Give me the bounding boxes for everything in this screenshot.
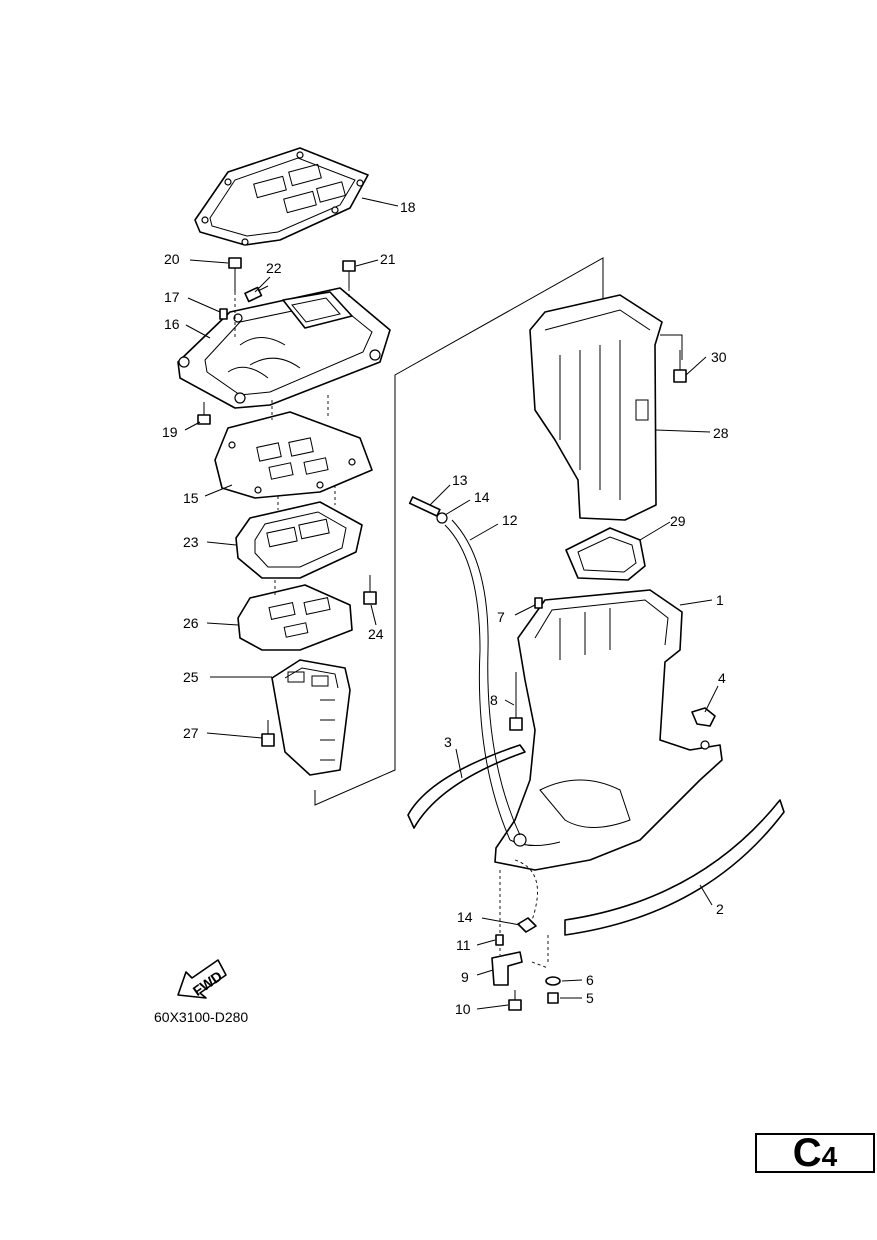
part-7-dowel-pin [534, 597, 543, 609]
callout-25: 25 [183, 669, 199, 685]
callout-4: 4 [718, 670, 726, 686]
callout-17: 17 [164, 289, 180, 305]
part-8-bolt [509, 672, 523, 731]
callout-23: 23 [183, 534, 199, 550]
callout-30: 30 [711, 349, 727, 365]
assembly-bracket [314, 257, 604, 806]
callout-14-lower: 14 [457, 909, 473, 925]
part-24-bolt [363, 575, 377, 605]
fwd-arrow: FWD [177, 959, 227, 999]
part-2-rubber-seal [564, 799, 785, 936]
callout-15: 15 [183, 490, 199, 506]
callout-12: 12 [502, 512, 518, 528]
callout-10: 10 [455, 1001, 471, 1017]
callout-18: 18 [400, 199, 416, 215]
part-1-upper-casing [494, 589, 723, 871]
callout-2: 2 [716, 901, 724, 917]
part-28-muffler [529, 294, 663, 521]
leader-lines [184, 197, 719, 1010]
part-6-washer [545, 976, 561, 986]
callout-5: 5 [586, 990, 594, 1006]
part-17-dowel-pin [219, 308, 228, 320]
page-code-letter: C [792, 1131, 822, 1175]
part-12-water-tube [444, 519, 538, 931]
callout-24: 24 [368, 626, 384, 642]
part-18-gasket [194, 147, 369, 246]
callout-14-upper: 14 [474, 489, 490, 505]
page-code-box: C 4 [755, 1133, 875, 1173]
drawing-code: 60X3100-D280 [154, 1009, 248, 1025]
callout-9: 9 [461, 969, 469, 985]
part-29-seal [565, 527, 646, 581]
part-13-fitting [408, 496, 441, 517]
callout-27: 27 [183, 725, 199, 741]
part-10-bolt [508, 990, 522, 1011]
callout-22: 22 [266, 260, 282, 276]
part-19-bolt [197, 402, 211, 425]
part-5-nut [547, 992, 559, 1004]
part-15-gasket [214, 411, 373, 499]
callout-13: 13 [452, 472, 468, 488]
callout-6: 6 [586, 972, 594, 988]
part-14-clip-upper [436, 512, 448, 524]
callout-26: 26 [183, 615, 199, 631]
part-27-bolt [261, 720, 275, 747]
callout-1: 1 [716, 592, 724, 608]
part-22-fitting [244, 285, 269, 303]
part-9-holder [491, 951, 523, 986]
callout-11: 11 [456, 937, 471, 953]
callout-20: 20 [164, 251, 180, 267]
callout-19: 19 [162, 424, 178, 440]
part-3-rubber-seal [407, 744, 526, 829]
part-23-plate [235, 501, 363, 579]
part-20-bolt [228, 257, 242, 340]
part-11-pin [495, 934, 504, 946]
page-code-number: 4 [821, 1141, 838, 1172]
callout-3: 3 [444, 734, 452, 750]
part-26-gasket [237, 584, 353, 651]
callout-16: 16 [164, 316, 180, 332]
callout-29: 29 [670, 513, 686, 529]
callout-7: 7 [497, 609, 505, 625]
part-4-grommet [691, 707, 716, 727]
part-16-exhaust-guide [177, 287, 391, 409]
callout-28: 28 [713, 425, 729, 441]
part-30-bolt [673, 350, 687, 383]
callout-8: 8 [490, 692, 498, 708]
callout-21: 21 [380, 251, 396, 267]
part-21-bolt [342, 260, 356, 300]
part-14-clip-lower [517, 917, 537, 933]
part-25-exhaust-manifold [271, 659, 351, 776]
callout-labels: 1 2 3 4 5 6 7 8 9 10 11 12 13 14 14 15 1… [162, 199, 729, 1017]
